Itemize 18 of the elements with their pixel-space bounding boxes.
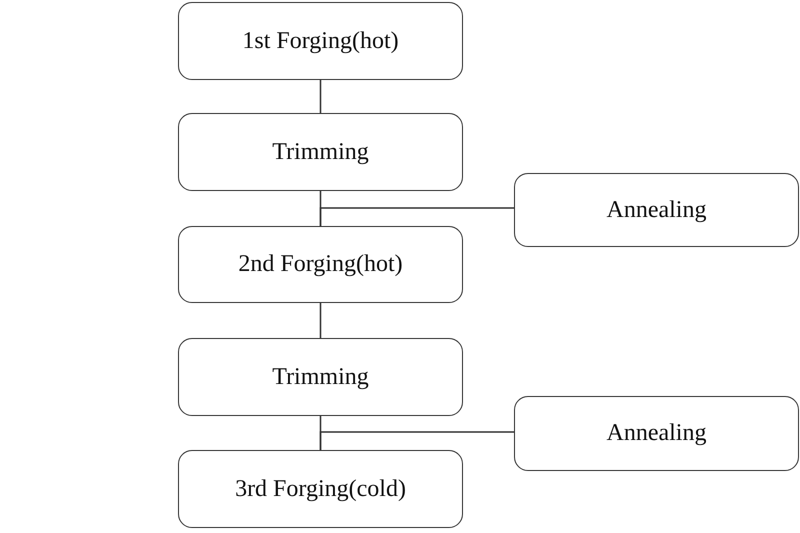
box-label: Trimming <box>272 364 369 390</box>
box-label: Annealing <box>606 420 706 447</box>
process-box <box>514 173 799 247</box>
box-label: 1st Forging(hot) <box>242 28 399 54</box>
process-box <box>178 113 463 191</box>
process-box <box>178 450 463 528</box>
box-label: Annealing <box>606 196 706 224</box>
box-label: Trimming <box>272 138 369 166</box>
process-box <box>178 2 463 80</box>
box-label: 2nd Forging(hot) <box>238 251 403 278</box>
process-box <box>514 396 799 471</box>
box-label: 3rd Forging(cold) <box>235 476 406 502</box>
process-box <box>178 226 463 303</box>
connector-line <box>320 80 322 113</box>
process-box <box>178 338 463 416</box>
connector-line <box>320 207 514 226</box>
connector-line <box>320 303 322 338</box>
connector-line <box>320 431 514 450</box>
